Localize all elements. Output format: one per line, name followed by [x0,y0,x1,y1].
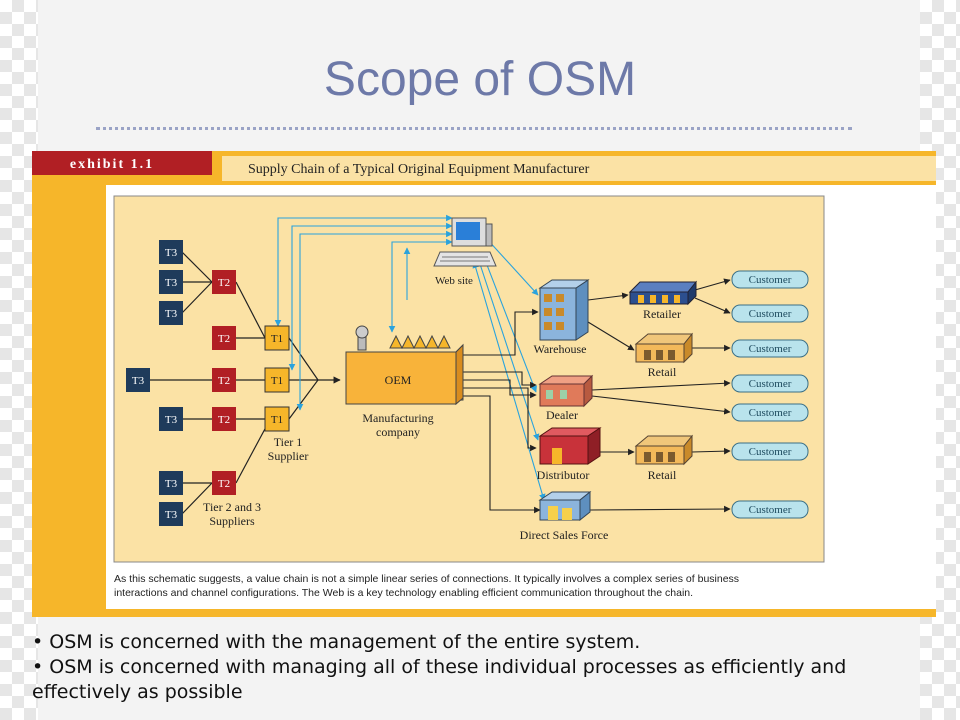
t3-node [159,270,183,294]
exhibit-caption-line2: interactions and channel configurations.… [114,587,693,599]
bullet-list: • OSM is concerned with the management o… [32,630,912,705]
exhibit-label-bar [32,151,212,175]
t3-node [159,471,183,495]
t2-label: T2 [218,414,230,426]
tier1-label-line1: Tier 1 [274,435,303,449]
exhibit-title: Supply Chain of a Typical Original Equip… [248,162,590,177]
t2-node [212,407,236,431]
exhibit-label: exhibit 1.1 [70,157,154,172]
retail-label: Retail [648,365,677,379]
t3-node [159,502,183,526]
t3-label: T3 [165,509,178,521]
manufacturing-label-line2: company [376,425,420,439]
t3-label: T3 [165,247,178,259]
t1-node [264,367,290,393]
customer-node [731,442,809,461]
customer-label: Customer [749,308,792,320]
t2-node [212,326,236,350]
customer-node [731,403,809,422]
t2-node [212,471,236,495]
tier2-nodes: T2 T2 T2 T2 T2 [212,270,236,495]
t2-label: T2 [218,333,230,345]
exhibit-title-bar [222,156,936,181]
exhibit-figure: exhibit 1.1 Supply Chain of a Typical Or… [32,151,936,617]
t3-label: T3 [165,414,178,426]
manufacturing-label-line1: Manufacturing [362,411,433,425]
t3-node [159,407,183,431]
tier23-label-line2: Suppliers [209,514,255,528]
computer-icon [433,217,497,267]
warehouse-icon [538,279,590,341]
t1-label: T1 [271,414,283,426]
t3-node [126,368,150,392]
retailer-icon [628,280,698,306]
tier23-label-line1: Tier 2 and 3 [203,500,261,514]
exhibit-caption-line1: As this schematic suggests, a value chai… [114,573,739,585]
oem-factory [345,325,464,406]
t1-node [264,406,290,432]
customer-label: Customer [749,378,792,390]
direct-sales-label: Direct Sales Force [520,528,609,542]
customer-label: Customer [749,504,792,516]
t1-node [264,325,290,351]
retail-label: Retail [648,468,677,482]
customer-node [731,270,809,289]
t3-label: T3 [165,478,178,490]
web-links [274,214,546,501]
distributor-icon [538,427,602,465]
oem-label: OEM [385,373,412,387]
direct-sales-icon [538,490,592,522]
t1-label: T1 [271,375,283,387]
distributor-label: Distributor [537,468,590,482]
dealer-icon [538,374,594,408]
t2-node [212,270,236,294]
slide-title: Scope of OSM [323,53,637,106]
t3-label: T3 [165,308,178,320]
website-label: Web site [435,275,473,287]
customer-label: Customer [749,343,792,355]
customer-nodes: Customer Customer Customer Customer Cust… [731,270,809,519]
t3-node [159,240,183,264]
t1-label: T1 [271,333,283,345]
tier1-label-line2: Supplier [268,449,309,463]
retail-icon [634,434,694,466]
retailer-label: Retailer [643,307,681,321]
background-checker-left [0,0,38,720]
customer-node [731,500,809,519]
tier1-nodes: T1 T1 T1 [264,325,290,432]
customer-node [731,304,809,323]
customer-node [731,374,809,393]
tier3-nodes: T3 T3 T3 T3 T3 T3 T3 [126,240,183,526]
t2-label: T2 [218,375,230,387]
t3-label: T3 [165,277,178,289]
customer-label: Customer [749,446,792,458]
dealer-label: Dealer [546,408,578,422]
t3-label: T3 [132,375,145,387]
t2-node [212,368,236,392]
t2-label: T2 [218,277,230,289]
warehouse-label: Warehouse [533,342,586,356]
t2-label: T2 [218,478,230,490]
bullet-item: • OSM is concerned with the management o… [32,631,641,653]
t3-node [159,301,183,325]
customer-label: Customer [749,274,792,286]
customer-label: Customer [749,407,792,419]
oem-channel-links [463,278,731,514]
retail-icon [634,332,694,364]
customer-node [731,339,809,358]
title-divider [96,127,852,130]
bullet-item: • OSM is concerned with managing all of … [32,656,847,703]
